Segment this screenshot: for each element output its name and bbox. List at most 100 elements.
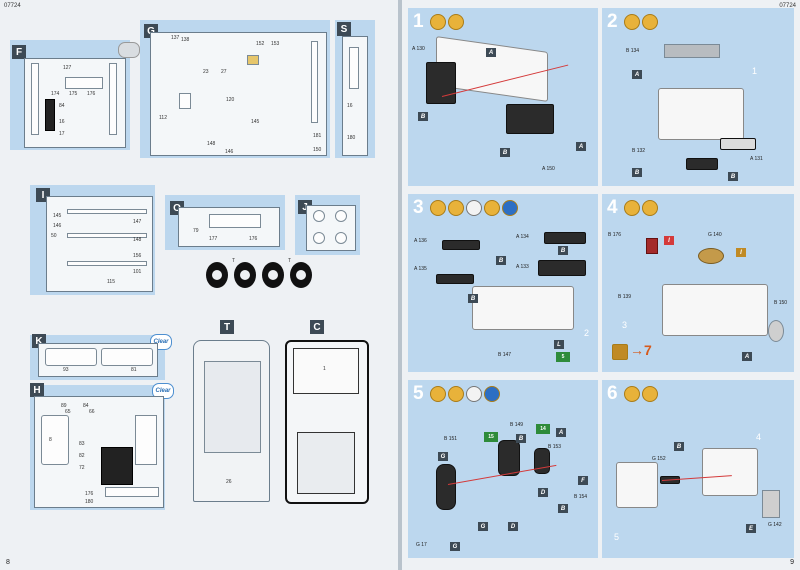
part-number: 112	[159, 115, 167, 121]
part-letter: E	[746, 524, 756, 533]
paint-blue-icon	[502, 200, 518, 216]
roof-part	[293, 348, 359, 394]
oil-pan-part	[506, 104, 554, 134]
part-letter: B	[558, 246, 568, 255]
part-letter: B	[632, 168, 642, 177]
part-number: 176	[87, 91, 96, 97]
part-label: B 150	[774, 300, 788, 306]
part-number: 146	[53, 223, 62, 229]
bracket-part	[762, 490, 780, 518]
part-number: 176	[249, 236, 258, 242]
sprue-g-frame: 137 138 152 153 53 23 27 120 112 148 146…	[150, 32, 327, 156]
paint-gold-icon	[448, 200, 464, 216]
paint-star-icon	[484, 200, 500, 216]
sprue-g-gold-part	[247, 55, 259, 65]
subassembly-number: 3	[622, 320, 628, 330]
part-number: 84	[59, 103, 65, 109]
valve-cover-part	[544, 232, 586, 244]
left-page: 07724 F 127 174 175 176 84 16 17 G 137 1…	[0, 0, 398, 570]
subassembly-number: 4	[756, 432, 762, 442]
part-label: B 139	[618, 294, 632, 300]
part-letter: A	[556, 428, 566, 437]
chassis-part: 26	[193, 340, 270, 502]
tire-part	[206, 262, 228, 288]
subassembly-number: 2	[584, 328, 590, 338]
part-label: A 131	[750, 156, 763, 162]
suspension-part	[534, 448, 550, 474]
paint-gold-icon	[430, 200, 446, 216]
part-number: 120	[226, 97, 235, 103]
window-part	[41, 415, 69, 465]
part-number: 81	[131, 367, 137, 373]
part-letter: A	[486, 48, 496, 57]
window-part	[101, 348, 153, 366]
engine-part	[658, 88, 744, 140]
sprue-f-part	[31, 63, 39, 135]
part-number: 8	[49, 437, 52, 443]
part-number: 83	[79, 441, 85, 447]
part-number: 137	[171, 35, 180, 41]
sprue-f-dark-part	[45, 99, 55, 131]
right-page-code: 07724	[779, 3, 796, 9]
paint-gold-icon	[430, 14, 446, 30]
step-number: 1	[413, 11, 424, 32]
step-number: 3	[413, 197, 424, 218]
part-letter: D	[538, 488, 548, 497]
part-label: G 152	[652, 456, 666, 462]
part-letter: B	[516, 434, 526, 443]
suspension-part	[498, 440, 520, 476]
part-letter: A	[742, 352, 752, 361]
paint-gold-icon	[430, 386, 446, 402]
decal-label: 5	[556, 352, 570, 362]
sprue-h-frame: 89 84 65 66 83 82 72 8 176 180	[34, 396, 164, 508]
part-number: 72	[79, 465, 85, 471]
decal-label: 15	[484, 432, 498, 442]
part-number: 16	[59, 119, 65, 125]
sprue-i-part	[67, 233, 147, 238]
paint-gold-icon	[642, 200, 658, 216]
part-number: 23	[203, 69, 209, 75]
part-label: B 154	[574, 494, 588, 500]
part-number: 152	[256, 41, 265, 47]
dark-window-part	[101, 447, 133, 485]
part-label: B 134	[626, 48, 640, 54]
sprue-s-frame: 16 180	[342, 36, 368, 156]
subassembly-number: 5	[614, 532, 620, 542]
sprue-s-part	[349, 47, 359, 89]
part-letter: D	[508, 522, 518, 531]
pulley-part	[768, 320, 784, 342]
right-page-number: 9	[790, 559, 794, 566]
part-label: B 176	[608, 232, 622, 238]
part-number: 180	[347, 135, 356, 141]
part-letter: B	[500, 148, 510, 157]
part-label: G 17	[416, 542, 427, 548]
tire-part	[234, 262, 256, 288]
paint-white-icon	[466, 386, 482, 402]
part-number: 93	[63, 367, 69, 373]
part-label: A 150	[542, 166, 555, 172]
part-label: A 130	[412, 46, 425, 52]
step-number: 6	[607, 383, 618, 404]
part-number: 148	[133, 237, 142, 243]
sprue-c-tag: C	[310, 320, 324, 334]
part-number: 127	[63, 65, 72, 71]
sprue-j-frame	[306, 205, 356, 251]
step-5-panel: 5 B 149 B 151 15 B B 153 14 A G F B D B …	[408, 380, 598, 558]
page-gutter	[398, 0, 402, 570]
part-label: B 153	[548, 444, 562, 450]
part-number: 150	[313, 147, 322, 153]
engine-part	[472, 286, 574, 330]
paint-white-icon	[466, 200, 482, 216]
sprue-h-tag: H	[30, 383, 44, 397]
valve-cover-part	[538, 260, 586, 276]
part-letter: B	[418, 112, 428, 121]
engine-part	[702, 448, 758, 496]
sprue-k-frame: 93 81	[38, 343, 158, 377]
part-number: 16	[347, 103, 353, 109]
paint-gold-icon	[624, 14, 640, 30]
paint-gold-icon	[642, 14, 658, 30]
paint-gold-icon	[448, 386, 464, 402]
part-number: 138	[181, 37, 190, 43]
sprue-i-part	[67, 261, 147, 266]
part-number: 79	[193, 228, 199, 234]
